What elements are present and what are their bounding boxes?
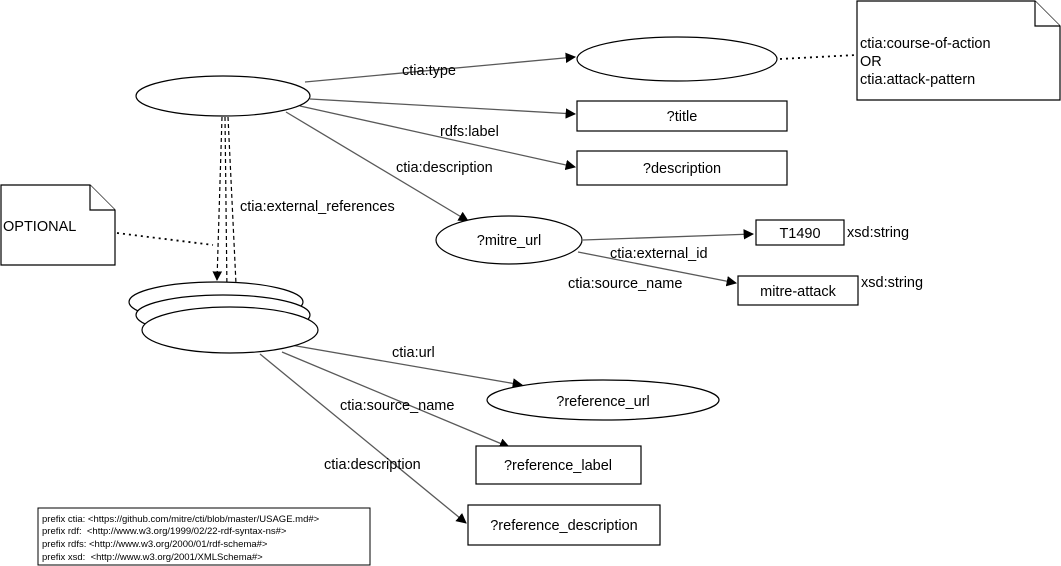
prefix-rdf: prefix rdf: <http://www.w3.org/1999/02/2… [42, 526, 287, 537]
external-id-node-label: T1490 [779, 226, 820, 242]
edge-label-title [309, 98, 577, 119]
external-reference-node [141, 306, 319, 354]
edge-external-references-1 [212, 116, 223, 281]
edge-label-description [299, 105, 577, 171]
source-name-node-label: mitre-attack [760, 284, 836, 300]
edge-description-mitre-url [285, 111, 469, 222]
type-options-note-fold [1034, 1, 1060, 27]
description-node [576, 150, 788, 186]
subject-node [135, 75, 311, 117]
edge-source-name [577, 251, 738, 287]
title-node [576, 100, 788, 132]
reference-url-node [486, 379, 720, 421]
edge-external-references-3 [227, 116, 242, 306]
mitre-url-node-label: ?mitre_url [477, 233, 541, 249]
edge-ref-source-name [281, 351, 510, 449]
edge-url [284, 343, 524, 389]
edge-label-label: rdfs:label [440, 124, 499, 140]
prefix-xsd: prefix xsd: <http://www.w3.org/2001/XMLS… [42, 552, 263, 563]
prefix-box [37, 507, 371, 566]
type-option-attack-pattern: ctia:attack-pattern [860, 72, 975, 88]
source-name-node [737, 275, 859, 306]
edge-ref-source-name-label: ctia:source_name [340, 398, 454, 414]
optional-note-fold [89, 185, 115, 211]
prefix-ctia: prefix ctia: <https://github.com/mitre/c… [42, 514, 320, 525]
type-options-note [856, 0, 1061, 101]
reference-label-node-label: ?reference_label [504, 458, 612, 474]
reference-description-node-label: ?reference_description [490, 518, 638, 534]
note-connector-type [779, 54, 857, 60]
mitre-url-node [435, 215, 583, 265]
title-node-label: ?title [667, 109, 698, 125]
optional-note-label: OPTIONAL [3, 219, 76, 235]
reference-description-node [467, 504, 661, 546]
type-option-course-of-action: ctia:course-of-action [860, 36, 991, 52]
edge-description-label: ctia:description [396, 160, 493, 176]
edge-external-references-2 [222, 116, 232, 293]
edge-type [304, 52, 577, 83]
reference-label-node [475, 445, 642, 485]
external-id-datatype: xsd:string [847, 225, 909, 241]
edge-external-id [582, 229, 755, 241]
edge-external-id-label: ctia:external_id [610, 246, 708, 262]
note-connector-optional [116, 232, 214, 246]
edge-type-label: ctia:type [402, 63, 456, 79]
edge-url-label: ctia:url [392, 345, 435, 361]
edge-ref-description-label: ctia:description [324, 457, 421, 473]
edge-ref-description [259, 353, 467, 524]
prefix-rdfs: prefix rdfs: <http://www.w3.org/2000/01/… [42, 539, 268, 550]
type-node [576, 36, 778, 82]
edge-source-name-label: ctia:source_name [568, 276, 682, 292]
source-name-datatype: xsd:string [861, 275, 923, 291]
external-id-node [755, 219, 845, 246]
edge-external-references-label: ctia:external_references [240, 199, 395, 215]
description-node-label: ?description [643, 161, 721, 177]
optional-note [0, 184, 116, 266]
type-option-or: OR [860, 54, 882, 70]
reference-url-node-label: ?reference_url [556, 394, 650, 410]
